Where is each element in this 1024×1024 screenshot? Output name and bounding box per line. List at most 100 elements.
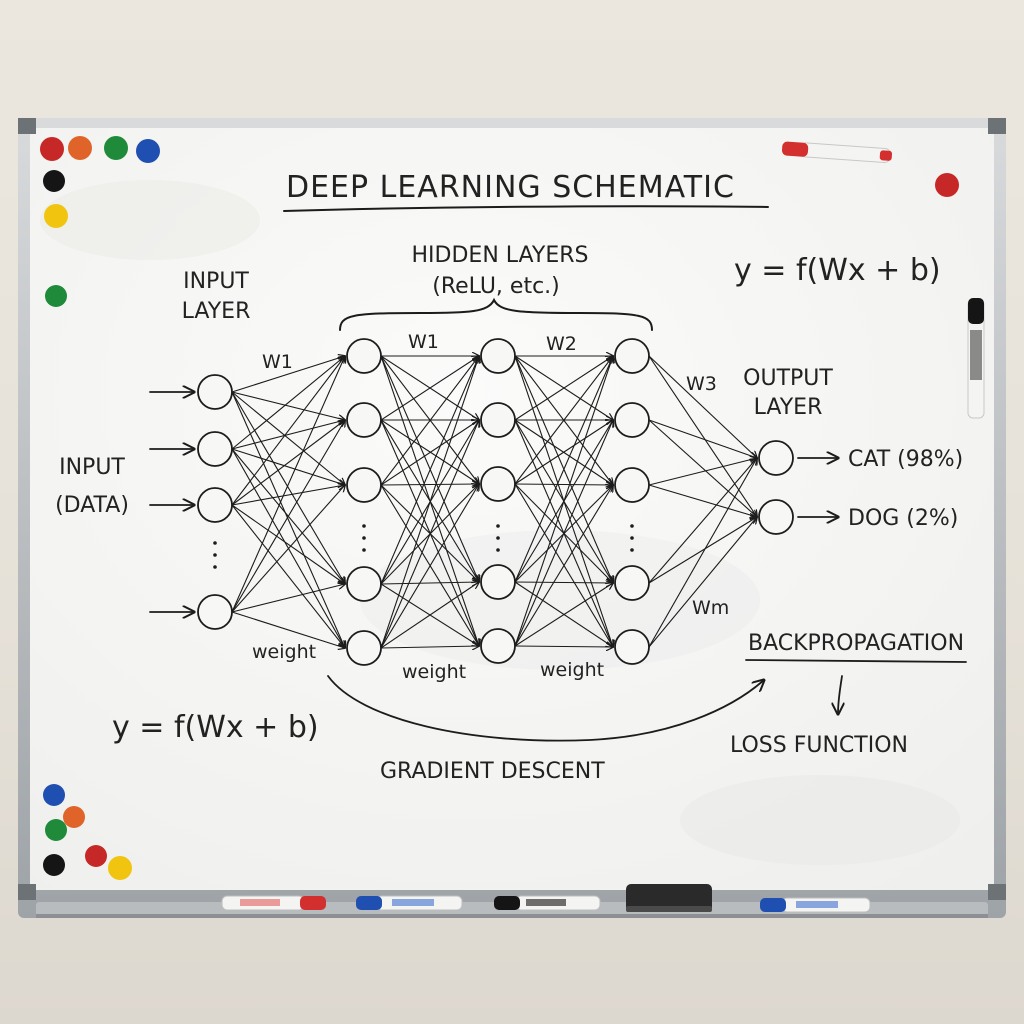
ellipsis-dot (362, 524, 366, 528)
weight-label: weight (402, 661, 466, 683)
smudge (680, 775, 960, 865)
weight-label-wm: Wm (692, 597, 729, 619)
weight-label-w1-input: W1 (262, 351, 293, 373)
ellipsis-dot (630, 524, 634, 528)
connection-edge (514, 356, 613, 485)
connection-edge (231, 391, 345, 420)
magnets (40, 136, 959, 880)
frame-corner (18, 118, 36, 134)
backpropagation-underline (745, 659, 967, 663)
magnet[interactable] (68, 136, 92, 160)
magnet[interactable] (85, 845, 107, 867)
gradient-descent-curve (327, 675, 764, 742)
gradient-descent-label: GRADIENT DESCENT (380, 759, 605, 784)
ellipsis-dot (496, 524, 500, 528)
magnet[interactable] (108, 856, 132, 880)
weight-label: weight (252, 641, 316, 663)
ellipsis-dot (362, 536, 366, 540)
hidden-node (346, 402, 382, 438)
hidden-layers-note: (ReLU, etc.) (432, 274, 560, 299)
ellipsis-dot (362, 548, 366, 552)
blue-marker[interactable] (356, 895, 463, 911)
output-label-dog: DOG (2%) (848, 506, 958, 531)
connection-edge (380, 484, 479, 649)
connection-edge (380, 420, 479, 649)
magnet[interactable] (44, 204, 68, 228)
connection-edge (648, 517, 757, 584)
connection-edge (380, 356, 479, 649)
hidden-node (346, 338, 382, 374)
input-arrows (149, 392, 194, 612)
connection-edge (514, 583, 613, 647)
connection-edge (231, 485, 345, 613)
connection-edge (514, 356, 613, 583)
magnet[interactable] (935, 173, 959, 197)
magnet[interactable] (136, 139, 160, 163)
magnet[interactable] (43, 170, 65, 192)
output-node (758, 440, 794, 476)
connection-edge (380, 356, 479, 585)
hidden-node (346, 566, 382, 602)
input-data-label-line1: INPUT (59, 455, 125, 480)
ellipsis-dot (213, 565, 217, 569)
hidden-layers-label: HIDDEN LAYERS (412, 243, 589, 268)
connection-edge (648, 458, 757, 648)
frame-corner (988, 118, 1006, 134)
input-layer-label-line1: INPUT (183, 269, 249, 294)
connection-edge (648, 458, 757, 584)
connection-edge (231, 611, 345, 648)
network-nodes (197, 338, 794, 666)
backprop-to-loss-arrow (838, 675, 842, 714)
magnet[interactable] (45, 819, 67, 841)
connection-edge (231, 356, 345, 613)
output-layer-label-line2: LAYER (754, 395, 823, 420)
magnet[interactable] (63, 806, 85, 828)
connection-edge (231, 584, 345, 613)
magnet[interactable] (43, 784, 65, 806)
magnet[interactable] (40, 137, 64, 161)
input-node (197, 431, 233, 467)
ellipsis-dot (213, 553, 217, 557)
connection-edge (231, 420, 345, 450)
magnet[interactable] (43, 854, 65, 876)
connection-edge (231, 391, 345, 584)
hidden-node (480, 338, 516, 374)
connection-edge (231, 448, 345, 485)
diagram-title: DEEP LEARNING SCHEMATIC (286, 170, 735, 205)
connection-edge (380, 420, 479, 486)
connection-edge (514, 485, 613, 647)
connection-edge (648, 419, 757, 517)
red-marker[interactable] (781, 141, 893, 163)
hidden-node (480, 466, 516, 502)
connection-edge (648, 419, 757, 458)
eraser[interactable] (626, 884, 712, 912)
connection-edge (514, 646, 613, 647)
output-layer-label-line1: OUTPUT (743, 366, 833, 391)
magnet[interactable] (104, 136, 128, 160)
backpropagation-label: BACKPROPAGATION (748, 631, 964, 656)
ellipsis-dot (630, 548, 634, 552)
black-marker[interactable] (494, 895, 601, 911)
hidden-node (614, 402, 650, 438)
ellipsis-dot (496, 548, 500, 552)
ellipsis-dot (213, 541, 217, 545)
blue-marker[interactable] (760, 897, 871, 913)
connection-edge (231, 504, 345, 584)
weight-label-w2: W2 (546, 333, 577, 355)
magnet[interactable] (45, 285, 67, 307)
output-label-cat: CAT (98%) (848, 447, 963, 472)
red-marker[interactable] (221, 895, 326, 911)
input-data-label-line2: (DATA) (55, 493, 129, 518)
hidden-node (614, 565, 650, 601)
connection-edge (380, 582, 479, 584)
weight-label: weight (540, 659, 604, 681)
hidden-node (614, 467, 650, 503)
connection-edge (380, 484, 479, 485)
hidden-node (480, 402, 516, 438)
connection-edge (231, 420, 345, 613)
connection-edge (514, 356, 613, 421)
black-marker[interactable] (967, 298, 985, 419)
weight-label-w1-hidden: W1 (408, 331, 439, 353)
connection-edge (231, 420, 345, 506)
connection-edge (514, 484, 613, 485)
